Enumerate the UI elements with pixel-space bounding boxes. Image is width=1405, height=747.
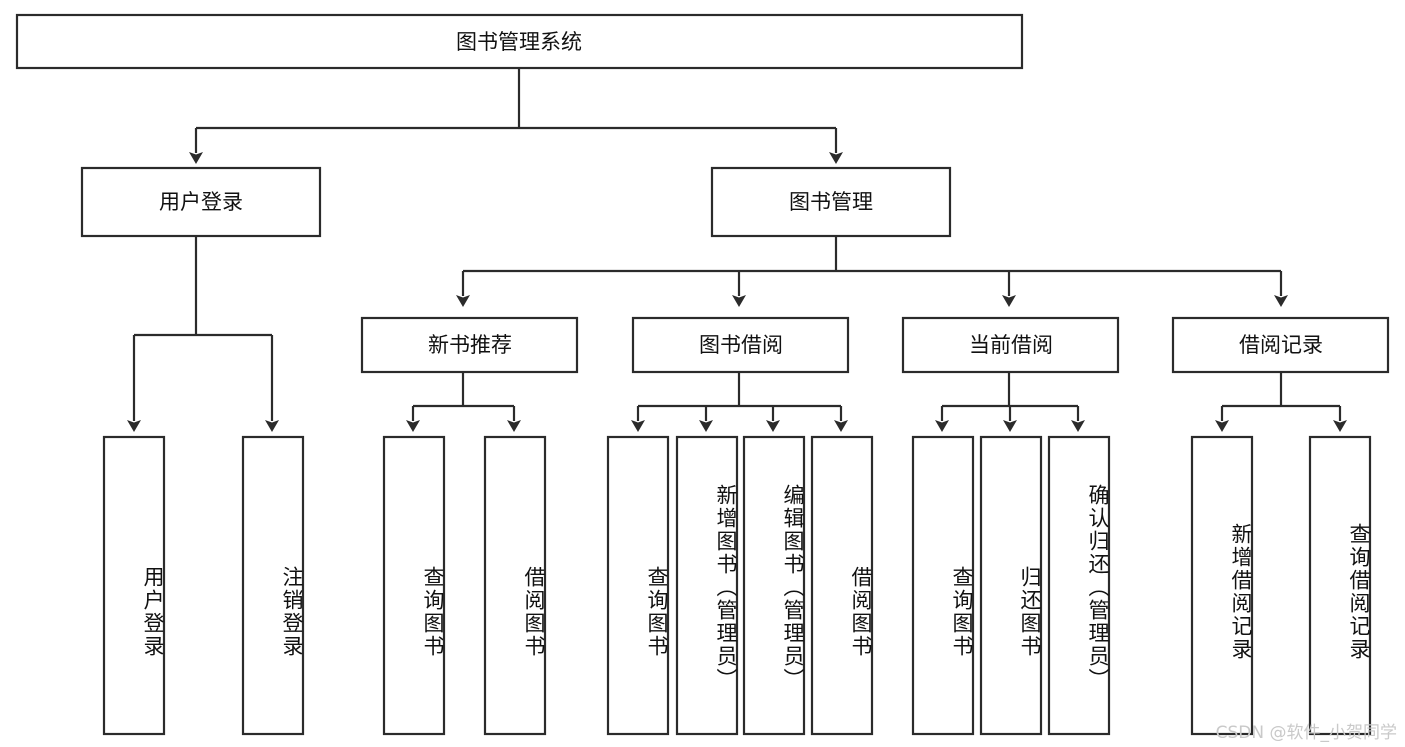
- node-leaf-user-logout-label: 注销登录: [280, 566, 304, 658]
- node-leaf-add-book-label: 新增图书（管理员）: [714, 483, 738, 691]
- node-leaf-query-book-1[interactable]: [382, 435, 446, 736]
- node-leaf-query-book-3[interactable]: [911, 435, 975, 736]
- node-leaf-user-login[interactable]: [102, 435, 166, 736]
- node-new-book-rec-label: 新书推荐: [428, 333, 512, 357]
- node-root-label: 图书管理系统: [456, 30, 582, 54]
- node-new-book-rec[interactable]: [360, 316, 579, 374]
- node-leaf-confirm-return[interactable]: [1047, 435, 1111, 736]
- node-leaf-query-record-label: 查询借阅记录: [1347, 523, 1371, 661]
- node-leaf-borrow-book-2[interactable]: [810, 435, 874, 736]
- node-user-login-label: 用户登录: [159, 190, 243, 214]
- node-leaf-borrow-book-2-label: 借阅图书: [849, 566, 873, 658]
- node-leaf-return-book-label: 归还图书: [1018, 566, 1042, 658]
- node-user-login[interactable]: [80, 166, 322, 238]
- node-leaf-query-book-1-label: 查询图书: [421, 566, 445, 658]
- node-borrow-record-label: 借阅记录: [1239, 333, 1323, 357]
- node-leaf-add-book[interactable]: [675, 435, 739, 736]
- node-leaf-return-book[interactable]: [979, 435, 1043, 736]
- node-book-borrow-label: 图书借阅: [699, 333, 783, 357]
- node-leaf-add-record-label: 新增借阅记录: [1229, 523, 1253, 661]
- node-book-manage[interactable]: [710, 166, 952, 238]
- node-leaf-add-record[interactable]: [1190, 435, 1254, 736]
- node-current-borrow-label: 当前借阅: [969, 333, 1053, 357]
- node-book-manage-label: 图书管理: [789, 190, 873, 214]
- node-leaf-user-login-label: 用户登录: [141, 566, 165, 658]
- node-leaf-borrow-book-1-label: 借阅图书: [522, 566, 546, 658]
- node-book-borrow[interactable]: [631, 316, 850, 374]
- node-borrow-record[interactable]: [1171, 316, 1390, 374]
- node-leaf-query-book-2[interactable]: [606, 435, 670, 736]
- node-leaf-query-book-2-label: 查询图书: [645, 566, 669, 658]
- node-leaf-user-logout[interactable]: [241, 435, 305, 736]
- node-leaf-edit-book[interactable]: [742, 435, 806, 736]
- node-root[interactable]: [15, 13, 1024, 70]
- node-leaf-query-book-3-label: 查询图书: [950, 566, 974, 658]
- node-leaf-query-record[interactable]: [1308, 435, 1372, 736]
- node-leaf-edit-book-label: 编辑图书（管理员）: [781, 483, 805, 691]
- csdn-watermark: CSDN @软件_小贺同学: [1215, 723, 1397, 743]
- node-leaf-confirm-return-label: 确认归还（管理员）: [1086, 483, 1110, 691]
- node-leaf-borrow-book-1[interactable]: [483, 435, 547, 736]
- node-current-borrow[interactable]: [901, 316, 1120, 374]
